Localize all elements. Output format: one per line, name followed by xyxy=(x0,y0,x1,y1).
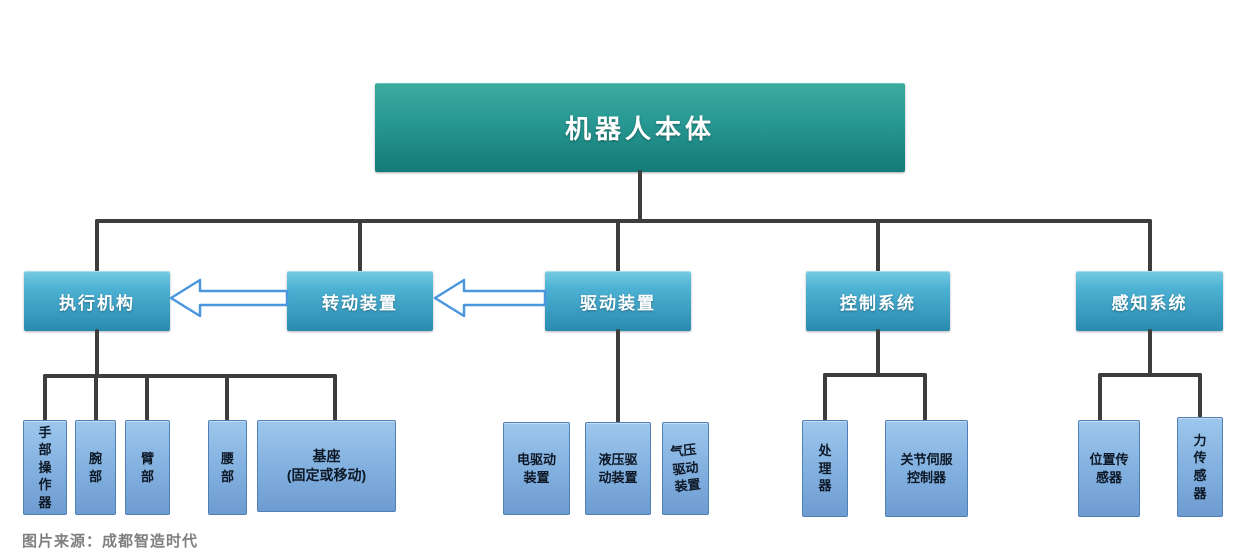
connector-drop-waist xyxy=(225,374,229,421)
connector-sensing-bus xyxy=(1098,373,1202,377)
node-pneumatic-drive: 气压驱动装置 xyxy=(662,422,709,515)
node-joint-servo-controller-label: 关节伺服控制器 xyxy=(900,451,953,485)
node-base: 基座 (固定或移动) xyxy=(257,420,396,512)
node-sensing-system: 感知系统 xyxy=(1076,271,1223,331)
node-drive-device: 驱动装置 xyxy=(545,271,691,331)
node-position-sensor-label: 位置传感器 xyxy=(1089,451,1129,485)
arrow-drive-to-rotation-icon xyxy=(433,278,547,318)
node-base-label: 基座 (固定或移动) xyxy=(286,448,367,483)
connector-drop-wrist xyxy=(94,374,98,421)
connector-drop-executive xyxy=(95,219,99,273)
node-force-sensor-label: 力传感器 xyxy=(1193,432,1207,501)
connector-drop-processor xyxy=(823,373,827,421)
connector-drop-position-sensor xyxy=(1098,373,1102,421)
connector-drop-force-sensor xyxy=(1198,373,1202,418)
node-wrist-label: 腕部 xyxy=(88,450,102,484)
node-hydraulic-drive: 液压驱动装置 xyxy=(585,422,651,515)
node-electric-drive-label: 电驱动装置 xyxy=(516,451,556,485)
connector-drop-base xyxy=(333,374,337,421)
node-waist: 腰部 xyxy=(208,420,247,515)
node-executive-mechanism: 执行机构 xyxy=(24,271,170,331)
node-wrist: 腕部 xyxy=(75,420,116,515)
node-control-system: 控制系统 xyxy=(806,271,950,331)
node-arm: 臂部 xyxy=(125,420,170,515)
node-robot-body-label: 机器人本体 xyxy=(564,114,715,144)
connector-drop-control xyxy=(876,219,880,273)
node-executive-mechanism-label: 执行机构 xyxy=(59,293,135,313)
node-arm-label: 臂部 xyxy=(140,450,154,484)
node-pneumatic-drive-label: 气压驱动装置 xyxy=(669,441,702,495)
node-rotation-device-label: 转动装置 xyxy=(322,293,398,313)
connector-drop-rotation xyxy=(358,219,362,273)
node-processor-label: 处理器 xyxy=(818,443,832,494)
connector-drop-arm xyxy=(145,374,149,421)
node-electric-drive: 电驱动装置 xyxy=(503,422,570,515)
node-control-system-label: 控制系统 xyxy=(840,293,916,313)
node-hydraulic-drive-label: 液压驱动装置 xyxy=(598,451,638,485)
connector-executive-stem xyxy=(95,329,99,378)
connector-control-bus xyxy=(823,373,927,377)
connector-drop-sensing xyxy=(1148,219,1152,273)
node-drive-device-label: 驱动装置 xyxy=(580,293,656,313)
node-hand-operator-label: 手部操作器 xyxy=(38,424,52,510)
node-waist-label: 腰部 xyxy=(220,450,234,484)
connector-sensing-stem xyxy=(1148,329,1152,377)
connector-root-stem xyxy=(638,170,642,222)
node-robot-body: 机器人本体 xyxy=(375,83,905,172)
node-hand-operator: 手部操作器 xyxy=(23,420,67,515)
node-processor: 处理器 xyxy=(802,420,848,517)
node-sensing-system-label: 感知系统 xyxy=(1111,293,1188,313)
connector-drive-stem xyxy=(616,329,620,423)
connector-control-stem xyxy=(876,329,880,377)
node-force-sensor: 力传感器 xyxy=(1177,417,1223,517)
connector-drop-hand xyxy=(43,374,47,421)
image-source-caption: 图片来源：成都智造时代 xyxy=(22,533,199,550)
connector-executive-bus xyxy=(43,374,337,378)
connector-main-bus xyxy=(95,219,1152,223)
node-rotation-device: 转动装置 xyxy=(287,271,433,331)
arrow-rotation-to-executive-icon xyxy=(169,278,289,318)
connector-drop-servo xyxy=(923,373,927,421)
connector-drop-drive xyxy=(616,219,620,273)
node-joint-servo-controller: 关节伺服控制器 xyxy=(885,420,968,517)
node-position-sensor: 位置传感器 xyxy=(1078,420,1140,517)
